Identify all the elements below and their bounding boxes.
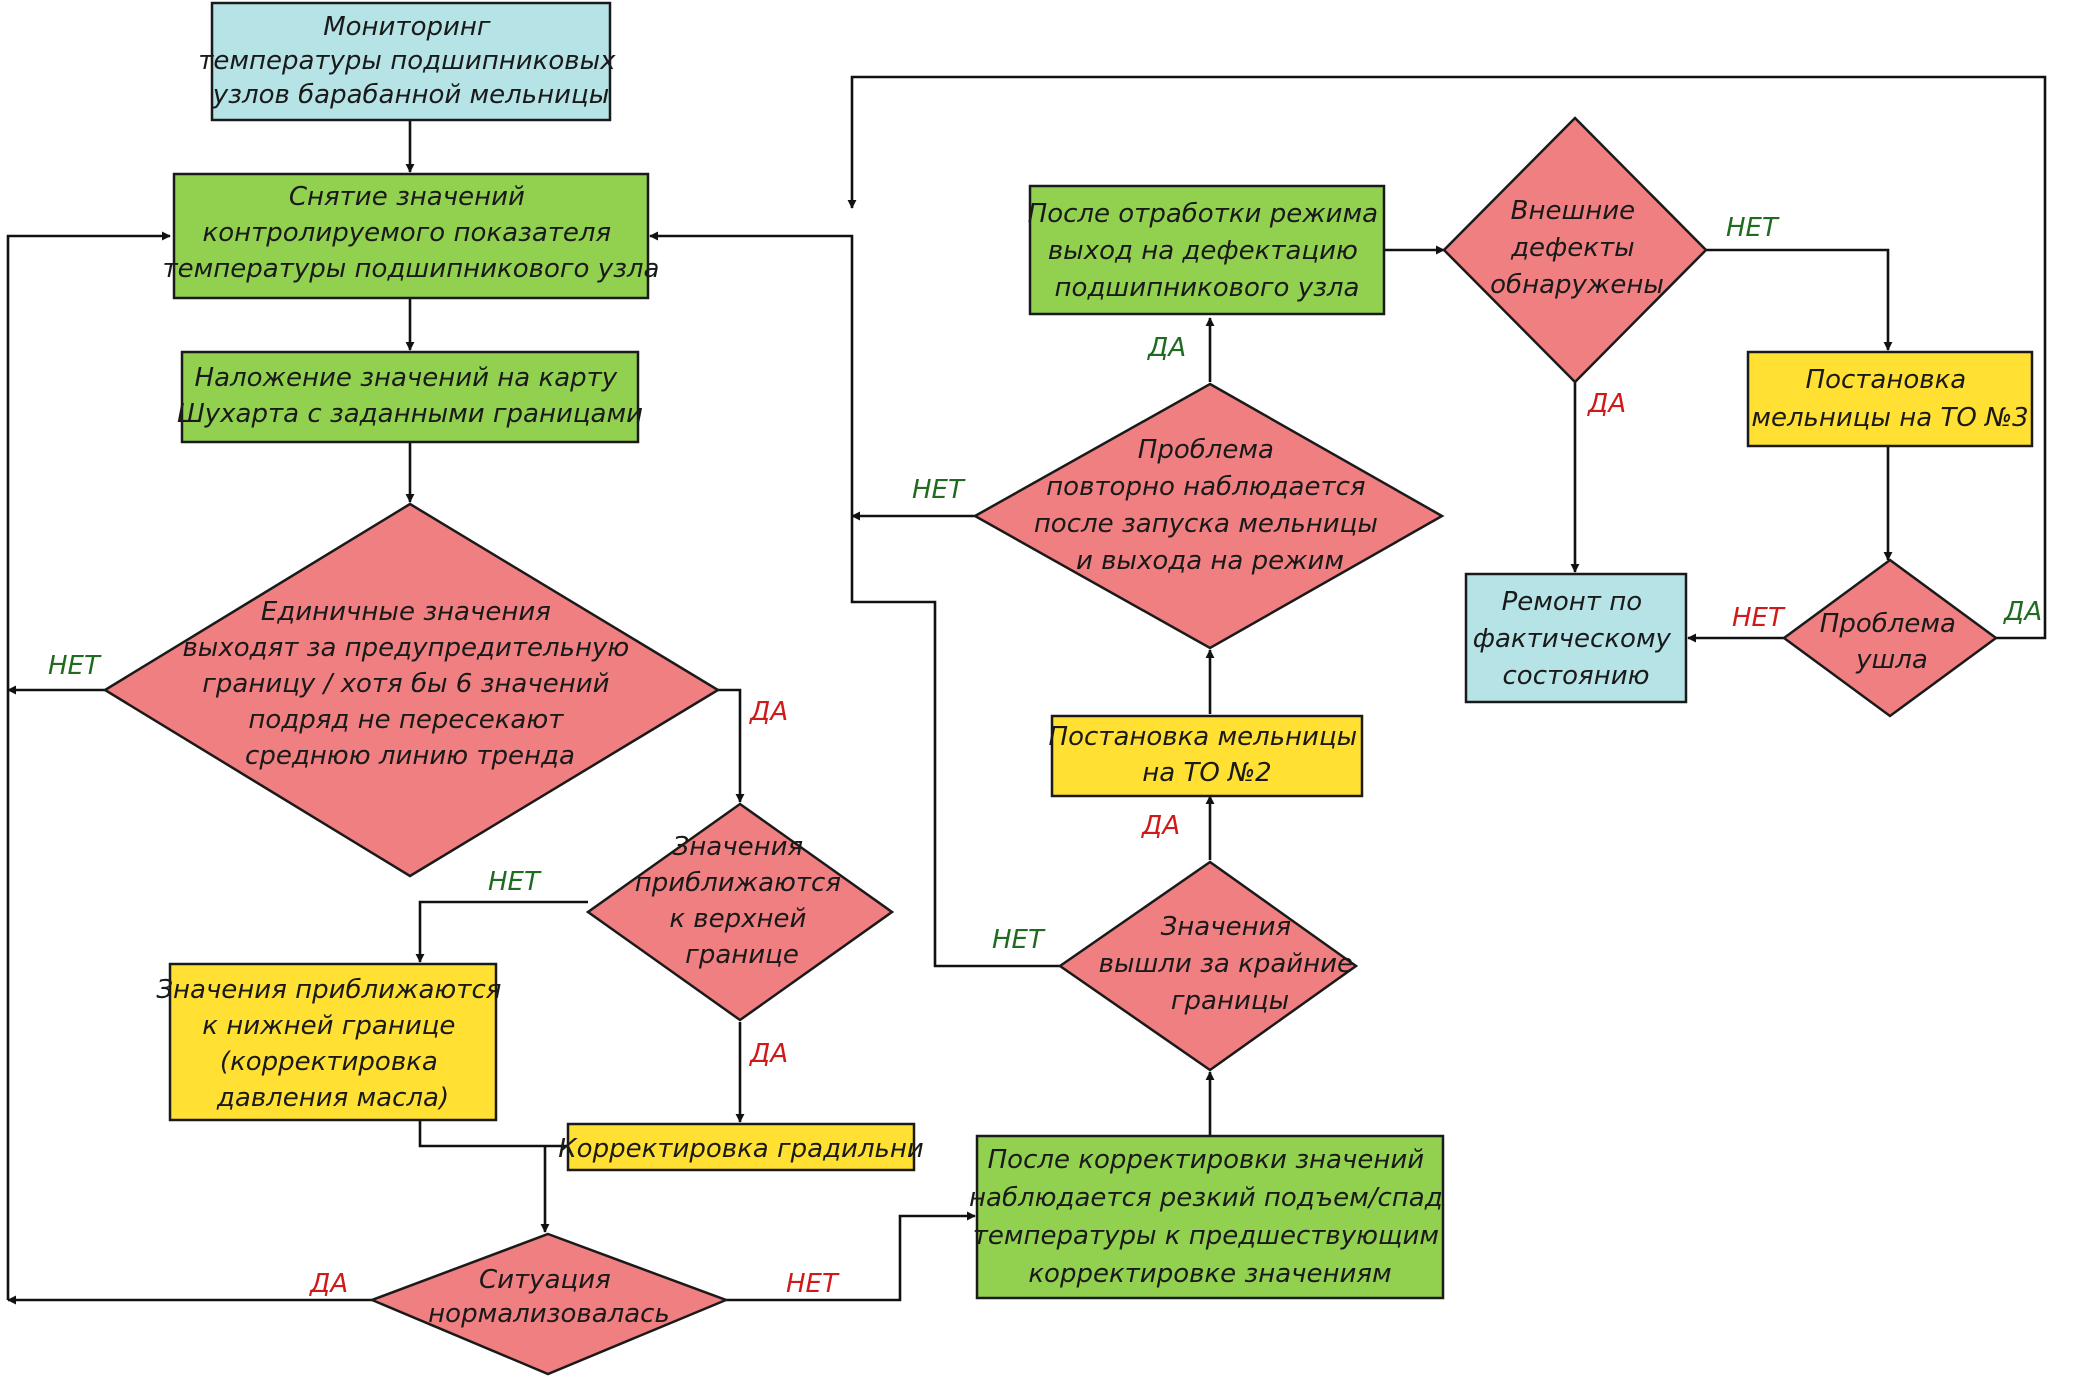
label-problem-no: НЕТ bbox=[1732, 603, 1786, 633]
label-single-no: НЕТ bbox=[48, 651, 102, 681]
decision-upper-bound-text: Значения приближаются к верхней границе bbox=[635, 832, 850, 970]
label-external-no: НЕТ bbox=[1726, 213, 1780, 243]
node-sharp-change-text: После корректировки значений наблюдается… bbox=[969, 1145, 1451, 1289]
arrow-upper-no bbox=[415, 900, 588, 963]
connectors bbox=[6, 75, 2047, 1305]
decision-single-values: Единичные значения выходят за предупреди… bbox=[102, 502, 721, 878]
label-repeat-no: НЕТ bbox=[912, 475, 966, 505]
node-to2-text: Постановка мельницы на ТО №2 bbox=[1049, 722, 1366, 788]
decision-repeat-text: Проблема повторно наблюдается после запу… bbox=[1034, 435, 1386, 576]
line-out-no bbox=[850, 245, 1060, 968]
label-upper-no: НЕТ bbox=[488, 867, 542, 897]
arrow-top-loop bbox=[847, 75, 2047, 640]
node-measure-text: Снятие значений контролируемого показате… bbox=[163, 182, 660, 284]
decision-upper-bound: Значения приближаются к верхней границе bbox=[585, 802, 895, 1022]
left-return-line bbox=[6, 231, 171, 1300]
label-problem-yes: ДА bbox=[2003, 597, 2042, 627]
label-out-yes: ДА bbox=[1141, 811, 1180, 841]
decision-single-values-text: Единичные значения выходят за предупреди… bbox=[182, 597, 637, 771]
arrow-return-to-measure bbox=[649, 231, 854, 245]
node-lower-bound-text: Значения приближаются к нижней границе (… bbox=[156, 975, 509, 1113]
decision-out-of-bounds-text: Значения вышли за крайние границы bbox=[1099, 912, 1362, 1016]
arrow-normalized-no bbox=[726, 1211, 976, 1302]
label-repeat-yes: ДА bbox=[1147, 333, 1186, 363]
decision-problem-gone-text: Проблема ушла bbox=[1820, 609, 1964, 675]
label-upper-yes: ДА bbox=[749, 1039, 788, 1069]
node-shewhart-text: Наложение значений на карту Шухарта с за… bbox=[177, 363, 643, 429]
label-single-yes: ДА bbox=[749, 697, 788, 727]
decision-external-text: Внешние дефекты обнаружены bbox=[1490, 196, 1664, 300]
decision-repeat: Проблема повторно наблюдается после запу… bbox=[972, 382, 1445, 650]
node-monitoring: Мониторинг температуры подшипниковых узл… bbox=[198, 1, 624, 122]
node-gradilnya-text: Корректировка градильни bbox=[558, 1134, 924, 1164]
label-out-no: НЕТ bbox=[992, 925, 1046, 955]
node-lower-bound: Значения приближаются к нижней границе (… bbox=[156, 962, 509, 1122]
decision-external: Внешние дефекты обнаружены bbox=[1442, 116, 1708, 384]
node-sharp-change: После корректировки значений наблюдается… bbox=[969, 1134, 1451, 1300]
decision-normalized-text: Ситуация нормализовалась bbox=[428, 1265, 670, 1329]
node-shewhart: Наложение значений на карту Шухарта с за… bbox=[177, 350, 643, 444]
node-defect-text: После отработки режима выход на дефектац… bbox=[1028, 199, 1387, 303]
decision-out-of-bounds: Значения вышли за крайние границы bbox=[1057, 860, 1362, 1072]
node-defect: После отработки режима выход на дефектац… bbox=[1028, 184, 1387, 316]
node-repair: Ремонт по фактическому состоянию bbox=[1464, 572, 1688, 704]
label-normalized-yes: ДА bbox=[309, 1269, 348, 1299]
arrow-external-no bbox=[1706, 248, 1893, 351]
line-lower-to-merge bbox=[418, 1120, 568, 1148]
node-measure: Снятие значений контролируемого показате… bbox=[163, 172, 660, 300]
node-to2: Постановка мельницы на ТО №2 bbox=[1049, 714, 1366, 798]
branch-labels: НЕТ ДА НЕТ ДА ДА НЕТ НЕТ ДА НЕТ ДА НЕТ Д… bbox=[48, 213, 2042, 1299]
node-repair-text: Ремонт по фактическому состоянию bbox=[1473, 587, 1679, 691]
decision-normalized: Ситуация нормализовалась bbox=[368, 1232, 730, 1376]
decision-problem-gone: Проблема ушла bbox=[1781, 558, 1999, 718]
node-monitoring-text: Мониторинг температуры подшипниковых узл… bbox=[198, 12, 624, 110]
node-to3: Постановка мельницы на ТО №3 bbox=[1746, 350, 2034, 448]
node-gradilnya: Корректировка градильни bbox=[558, 1122, 924, 1172]
label-external-yes: ДА bbox=[1587, 389, 1626, 419]
arrow-single-yes bbox=[718, 688, 745, 803]
node-to3-text: Постановка мельницы на ТО №3 bbox=[1751, 365, 2028, 433]
label-normalized-no: НЕТ bbox=[786, 1269, 840, 1299]
